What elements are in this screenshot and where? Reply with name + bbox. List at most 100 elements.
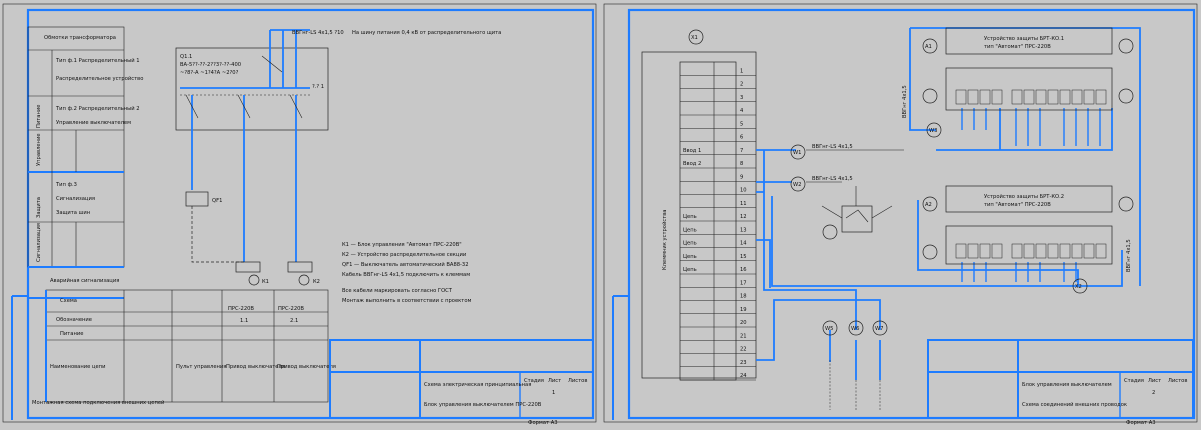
note-6: Монтаж выполнить в соответствии с проект…	[342, 298, 471, 304]
terminal-block-x1-marker: X1	[688, 29, 704, 45]
module-a1-sub: тип "Автомат" ПРС-220В	[984, 44, 1051, 50]
module-terminal-cell[interactable]	[1083, 243, 1095, 259]
terminal-number[interactable]: 21	[740, 333, 747, 339]
terminal-number[interactable]: 18	[740, 294, 747, 300]
left-table-row-6: Тип ф.3	[55, 182, 77, 188]
terminal-number[interactable]: 2	[740, 82, 743, 88]
cable-labels: W1 W2 ВВГнг-LS 4х1,5 ВВГнг-LS 4х1,5	[790, 144, 853, 192]
bottom-device-k1[interactable]: К1	[235, 261, 269, 286]
left-vertical-1: Питание	[36, 105, 42, 128]
terminal-number[interactable]: 12	[740, 214, 747, 220]
terminal-number[interactable]: 24	[740, 373, 747, 379]
module-terminal-cell[interactable]	[1071, 243, 1083, 259]
sheet-2-format: Формат А3	[1126, 420, 1156, 426]
terminal-number[interactable]: 5	[740, 121, 743, 127]
terminal-number[interactable]: 6	[740, 135, 743, 141]
module-a2-title: Устройство защиты БРТ-КО.2	[984, 193, 1064, 200]
bottom-table-r4c1: Наименование цепи	[50, 364, 105, 370]
module-terminal-cell[interactable]	[1047, 243, 1059, 259]
terminal-number[interactable]: 17	[740, 280, 747, 286]
note-1: К1 — Блок управления "Автомат ПРС-220В"	[342, 242, 462, 248]
module-terminal-cell[interactable]	[1059, 89, 1071, 105]
module-terminal-cell[interactable]	[955, 89, 967, 105]
module-terminal-cell[interactable]	[1023, 89, 1035, 105]
module-terminal-cell[interactable]	[1011, 89, 1023, 105]
module-terminal-cell[interactable]	[1035, 89, 1047, 105]
module-terminal-cell[interactable]	[1071, 89, 1083, 105]
sheet-2-inner-border	[627, 8, 1196, 420]
left-table-row-3: Распределительное устройство	[56, 75, 143, 82]
left-vertical-4: Сигнализация	[36, 223, 42, 262]
bottom-device-k2[interactable]: К2	[287, 261, 320, 286]
terminal-side-text: Клеммник устройства	[661, 210, 668, 270]
left-table-row-5: Управление выключателем	[56, 120, 131, 126]
terminal-number[interactable]: 15	[740, 254, 747, 260]
terminal-number[interactable]: 14	[740, 241, 747, 247]
relay-qf1-label: QF1	[212, 198, 222, 204]
module-terminal-cell[interactable]	[991, 89, 1003, 105]
connector-w7: W7	[875, 326, 883, 332]
module-terminal-cell[interactable]	[955, 243, 967, 259]
module-terminal-cell[interactable]	[967, 89, 979, 105]
stamp-2-col-1: Стадия	[1124, 378, 1144, 384]
module-terminal-cell[interactable]	[1011, 243, 1023, 259]
bottom-table-r1: Схема	[60, 298, 77, 304]
terminal-number[interactable]: 10	[740, 188, 747, 194]
terminal-number[interactable]: 3	[740, 95, 743, 101]
module-terminal-cell[interactable]	[1083, 89, 1095, 105]
module-terminal-cell[interactable]	[1095, 89, 1107, 105]
terminal-number[interactable]: 8	[740, 161, 743, 167]
module-terminal-cell[interactable]	[1035, 243, 1047, 259]
module-terminal-cell[interactable]	[979, 89, 991, 105]
terminal-number[interactable]: 13	[740, 227, 747, 233]
terminal-number[interactable]: 20	[740, 320, 747, 326]
sheet-1-format: Формат А3	[528, 420, 558, 426]
terminal-number[interactable]: 9	[740, 174, 743, 180]
bottom-table-r2c1: Обозначение	[56, 317, 92, 323]
module-terminal-cell[interactable]	[979, 243, 991, 259]
relay-qf1[interactable]: QF1	[185, 191, 222, 207]
terminal-number[interactable]: 4	[740, 108, 744, 114]
left-table-row-1: Обмотки трансформатора	[44, 35, 116, 41]
bottom-table-r3c1: Питание	[60, 331, 83, 337]
terminal-row-label: Ввод 2	[683, 161, 701, 167]
module-a1-title: Устройство защиты БРТ-КО.1	[984, 35, 1064, 42]
terminal-number[interactable]: 16	[740, 267, 747, 273]
bottom-left-text: Монтажная схема подключения внешних цепе…	[32, 399, 164, 406]
sheet-1-frame	[2, 3, 597, 423]
stamp-2-col-2: Лист	[1148, 378, 1161, 384]
bottom-table-r4c4: Привод выключателя	[226, 364, 285, 370]
terminal-number[interactable]: 1	[740, 68, 743, 74]
terminal-number[interactable]: 11	[740, 201, 747, 207]
module-a2[interactable]: Устройство защиты БРТ-КО.2 тип "Автомат"…	[922, 185, 1134, 272]
terminal-number[interactable]: 23	[740, 360, 747, 366]
cable-1-spec: ВВГнг-LS 4х1,5	[812, 144, 853, 150]
stamp-1-col-2: Лист	[548, 378, 561, 384]
left-table-row-8: Защита шин	[56, 210, 90, 216]
module-terminal-cell[interactable]	[967, 243, 979, 259]
device-box-qf1[interactable]: Q1.1 ВА-5??-??-2??3?-??-400 ~?8?-А ~1?4?…	[175, 47, 329, 131]
k1-label: К1	[262, 279, 269, 285]
bottom-table-r2c5: ПРС-220В	[278, 306, 304, 312]
left-header-table: Обмотки трансформатора Тип ф.1 Распредел…	[27, 26, 143, 284]
module-a1[interactable]: Устройство защиты БРТ-КО.1 тип "Автомат"…	[902, 27, 1134, 118]
terminal-number[interactable]: 7	[740, 148, 743, 154]
switch-symbol[interactable]	[821, 186, 893, 240]
module-terminal-cell[interactable]	[1047, 89, 1059, 105]
round-connectors: W3 X2 W5 W6 W7	[822, 122, 1088, 336]
module-terminal-cell[interactable]	[1023, 243, 1035, 259]
left-table-row-9: Аварийная сигнализация	[50, 277, 119, 284]
note-2: К2 — Устройство распределительное секции	[342, 251, 466, 258]
terminal-number[interactable]: 19	[740, 307, 747, 313]
module-terminal-cell[interactable]	[1095, 243, 1107, 259]
module-terminal-cell[interactable]	[1059, 243, 1071, 259]
module-terminal-cell[interactable]	[991, 243, 1003, 259]
device-box-line-2: ~?8?-А ~1?4?А ~2?0?	[180, 70, 239, 76]
cable-2-spec: ВВГнг-LS 4х1,5	[812, 176, 853, 182]
terminal-number[interactable]: 22	[740, 347, 747, 353]
left-vertical-3: Защита	[36, 197, 42, 218]
